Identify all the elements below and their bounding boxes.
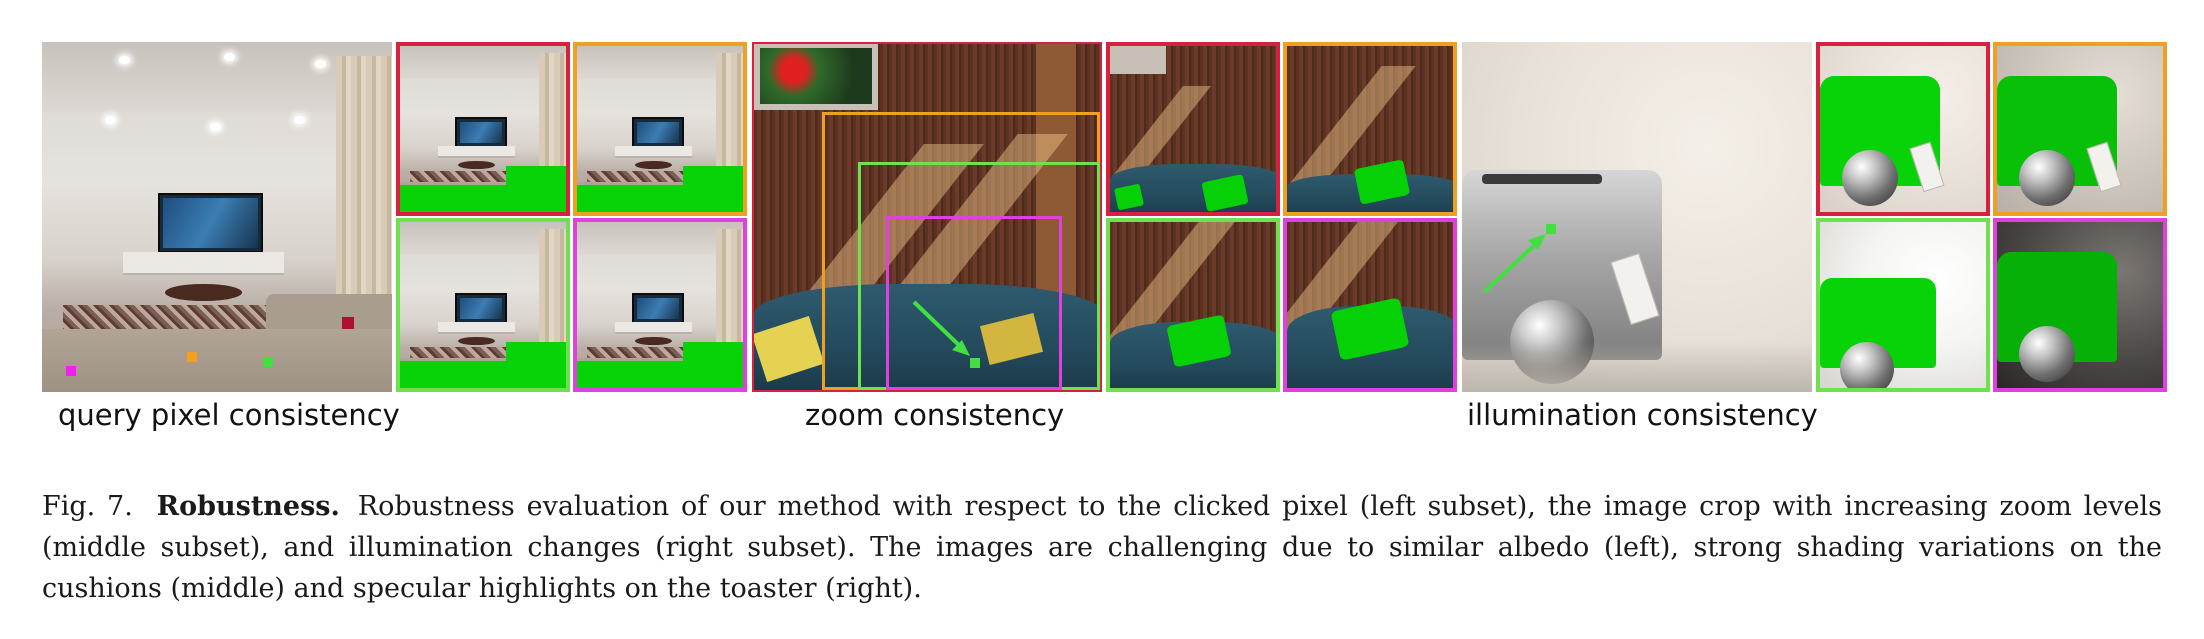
caption-title: Robustness.: [156, 491, 340, 522]
illumination-result-magenta: [1993, 218, 2167, 392]
zoom-arrow-icon: [912, 300, 970, 356]
subset-label-illumination: illumination consistency: [1467, 398, 1818, 432]
illumination-marker: [1546, 224, 1556, 234]
zoom-result-red: [1106, 42, 1280, 216]
query-result-magenta: [573, 218, 747, 392]
query-result-red: [396, 42, 570, 216]
subset-label-query: query pixel consistency: [58, 398, 400, 432]
zoom-crop-magenta: [886, 216, 1062, 390]
zoom-main-image: [752, 42, 1102, 392]
query-marker-orange: [187, 352, 197, 362]
illumination-result-green: [1816, 218, 1990, 392]
query-marker-green: [263, 357, 273, 367]
query-result-orange: [573, 42, 747, 216]
query-result-green: [396, 218, 570, 392]
query-main-image: [42, 42, 392, 392]
caption-text: Robustness evaluation of our method with…: [42, 491, 2162, 604]
zoom-result-orange: [1283, 42, 1457, 216]
figure-label: Fig. 7.: [42, 491, 133, 522]
query-marker-magenta: [66, 366, 76, 376]
subset-label-zoom: zoom consistency: [805, 398, 1065, 432]
illumination-arrow-icon: [1482, 234, 1546, 294]
zoom-result-green: [1106, 218, 1280, 392]
illumination-result-red: [1816, 42, 1990, 216]
query-marker-red: [342, 317, 354, 329]
illumination-result-orange: [1993, 42, 2167, 216]
zoom-result-magenta: [1283, 218, 1457, 392]
illumination-main-image: [1462, 42, 1812, 392]
figure-caption: Fig. 7. Robustness. Robustness evaluatio…: [42, 486, 2162, 609]
zoom-marker: [970, 358, 980, 368]
